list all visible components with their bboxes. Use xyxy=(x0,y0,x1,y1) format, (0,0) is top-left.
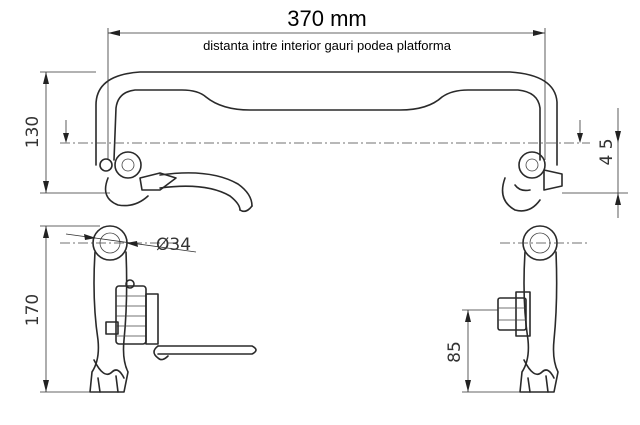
width-dimension: 370 mm distanta intre interior gauri pod… xyxy=(107,6,546,160)
left-side-view xyxy=(60,225,257,393)
dimension-85: 85 xyxy=(445,309,520,393)
handle-top-view xyxy=(60,71,590,166)
dimension-170: 170 xyxy=(23,225,100,393)
dimension-45: 4 5 xyxy=(562,108,628,218)
height-top-label: 130 xyxy=(23,116,43,148)
dimension-130: 130 xyxy=(23,71,110,194)
subtitle-label: distanta intre interior gauri podea plat… xyxy=(203,38,452,53)
right-pivot xyxy=(501,151,563,212)
left-pivot xyxy=(99,151,253,213)
offset-right-label: 4 5 xyxy=(597,138,617,165)
height-bottom-label: 170 xyxy=(23,294,43,326)
title-label: 370 mm xyxy=(287,6,366,31)
diameter-dimension: Ø34 xyxy=(65,233,197,255)
right-side-view xyxy=(497,225,590,393)
diameter-label: Ø34 xyxy=(156,235,191,255)
height-mount-label: 85 xyxy=(445,341,465,363)
